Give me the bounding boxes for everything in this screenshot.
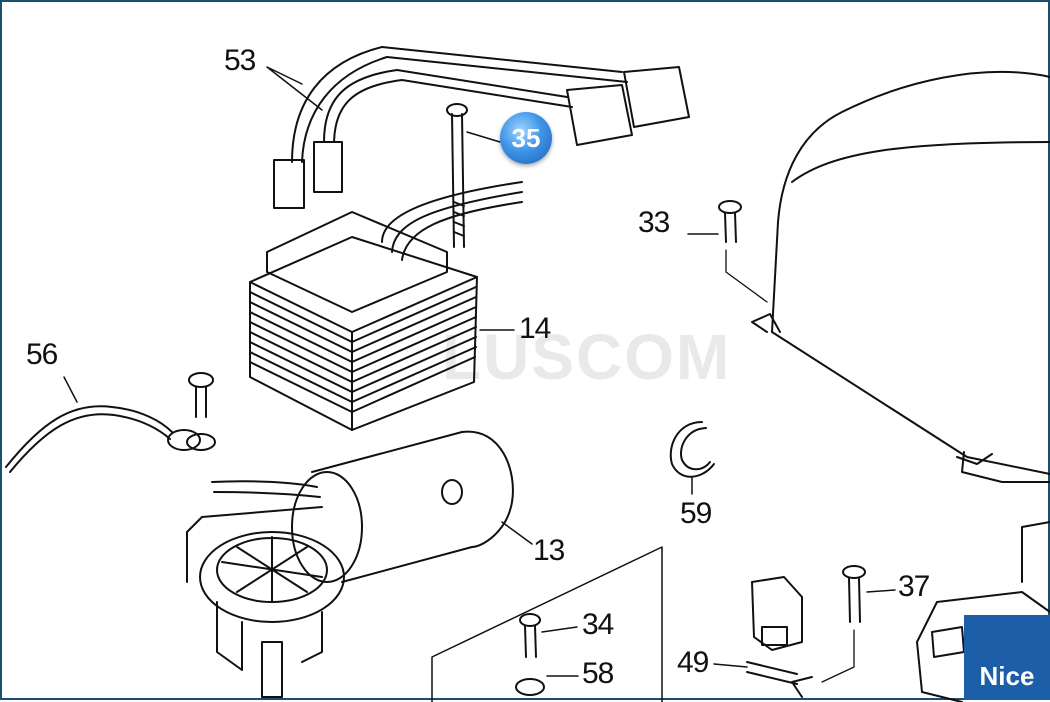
screw-34: [515, 613, 545, 696]
screw-33: [718, 200, 768, 303]
wire-harness-53: [273, 46, 690, 209]
motor-13: [186, 430, 514, 698]
part-label-37: 37: [898, 570, 930, 603]
nice-logo: Nice: [964, 615, 1050, 700]
part-label-49: 49: [677, 646, 709, 679]
callout-badge-35[interactable]: 35: [500, 112, 552, 164]
fuse-holder: [746, 576, 813, 698]
part-label-56: 56: [26, 338, 58, 371]
cover-housing: [751, 70, 1050, 483]
part-label-53: 53: [224, 44, 256, 77]
part-label-33: 33: [638, 206, 670, 239]
screw-37: [821, 565, 866, 683]
part-label-34: 34: [582, 608, 614, 641]
screw-35: [446, 103, 468, 248]
screw-ground: [186, 372, 216, 451]
circlip-59: [669, 421, 715, 478]
part-label-13: 13: [533, 534, 565, 567]
part-label-59: 59: [680, 497, 712, 530]
part-label-58: 58: [582, 657, 614, 690]
ground-cable-56: [5, 405, 201, 473]
leader-lines: [63, 66, 896, 677]
watermark: LUSCOM: [442, 321, 732, 393]
base-panel: [431, 546, 663, 702]
part-label-14: 14: [519, 312, 551, 345]
transformer-14: [249, 181, 523, 431]
